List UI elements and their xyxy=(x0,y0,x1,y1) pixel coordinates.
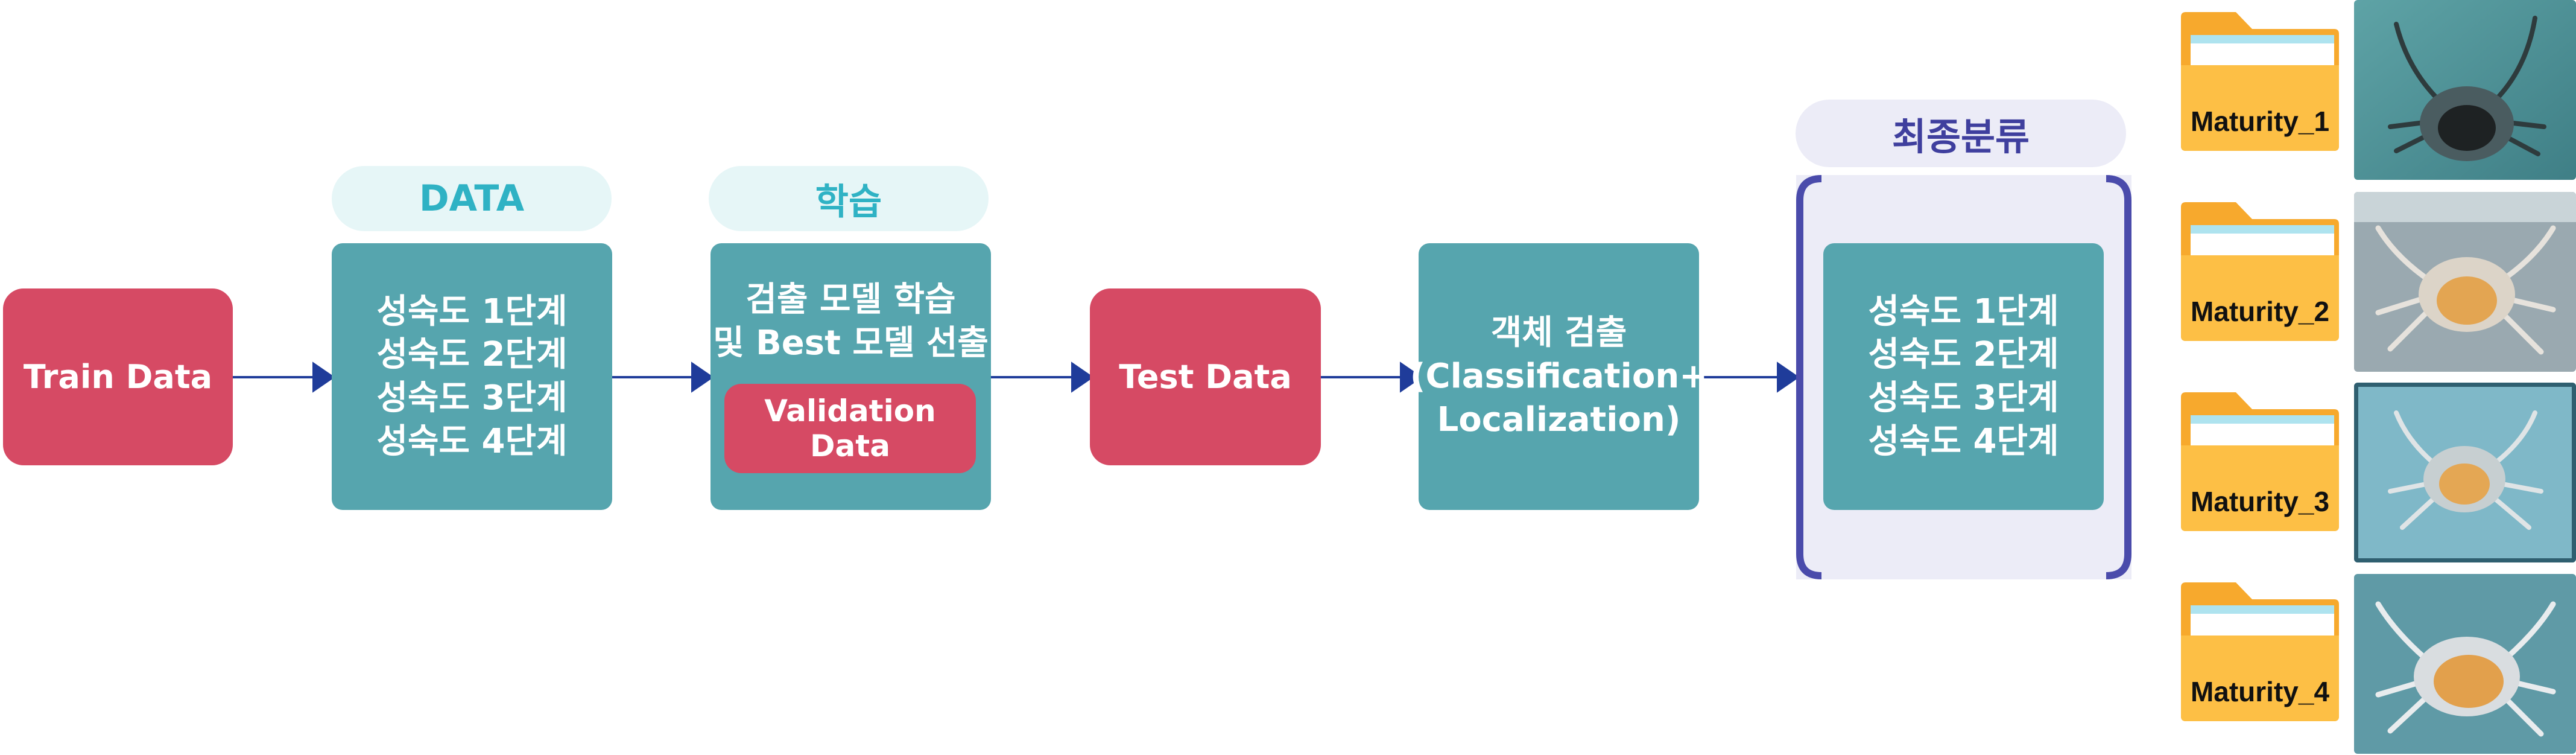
final-title: 최종분류 xyxy=(1891,115,2030,159)
learn-stage-box: 검출 모델 학습 및 Best 모델 선출 Validation Data xyxy=(710,243,991,510)
folder-label-3: Maturity_3 xyxy=(2190,486,2330,517)
folder-icon xyxy=(2181,12,2339,151)
train-data-box: Train Data xyxy=(3,288,233,465)
crab-photo-3 xyxy=(2354,383,2576,562)
folder-maturity-2: Maturity_2 xyxy=(2179,196,2341,344)
learn-line-1: 검출 모델 학습 xyxy=(745,280,956,320)
data-line-4: 성숙도 4단계 xyxy=(376,421,568,461)
folder-label-1: Maturity_1 xyxy=(2190,106,2330,137)
folder-maturity-4: Maturity_4 xyxy=(2179,576,2341,724)
folder-maturity-3: Maturity_3 xyxy=(2179,386,2341,534)
final-stage-box: 성숙도 1단계 성숙도 2단계 성숙도 3단계 성숙도 4단계 xyxy=(1823,243,2104,510)
data-title: DATA xyxy=(419,177,525,220)
final-line-4: 성숙도 4단계 xyxy=(1868,421,2059,461)
crab-photo-1 xyxy=(2354,0,2576,180)
train-data-label: Train Data xyxy=(23,358,213,396)
crab-photo-4 xyxy=(2354,574,2576,754)
detect-line-1: 객체 검출 xyxy=(1490,313,1627,353)
data-line-2: 성숙도 2단계 xyxy=(376,335,568,375)
learn-text: 검출 모델 학습 및 Best 모델 선출 xyxy=(710,276,991,367)
learn-title-pill: 학습 xyxy=(709,166,989,231)
crab-photo-2 xyxy=(2354,192,2576,372)
detect-line-2: (Classification+ xyxy=(1410,357,1708,397)
final-line-3: 성숙도 3단계 xyxy=(1868,378,2059,418)
data-line-1: 성숙도 1단계 xyxy=(376,291,568,331)
detect-line-3: Localization) xyxy=(1437,400,1681,439)
data-line-3: 성숙도 3단계 xyxy=(376,378,568,418)
final-title-pill: 최종분류 xyxy=(1796,100,2126,167)
learn-line-2: 및 Best 모델 선출 xyxy=(713,323,989,363)
validation-data-label: Validation Data xyxy=(764,393,936,464)
folder-icon xyxy=(2181,392,2339,531)
data-stage-box: 성숙도 1단계 성숙도 2단계 성숙도 3단계 성숙도 4단계 xyxy=(332,243,612,510)
learn-title: 학습 xyxy=(815,180,882,223)
final-line-2: 성숙도 2단계 xyxy=(1868,335,2059,375)
test-data-box: Test Data xyxy=(1090,288,1321,465)
folder-maturity-1: Maturity_1 xyxy=(2179,6,2341,154)
folder-icon xyxy=(2181,202,2339,341)
folder-label-4: Maturity_4 xyxy=(2190,676,2330,707)
final-group: 성숙도 1단계 성숙도 2단계 성숙도 3단계 성숙도 4단계 xyxy=(1796,175,2131,579)
test-data-label: Test Data xyxy=(1119,358,1292,396)
final-bracket xyxy=(1796,175,2131,579)
folder-label-2: Maturity_2 xyxy=(2190,296,2330,327)
detection-box: 객체 검출 (Classification+ Localization) xyxy=(1410,243,1707,510)
folder-icon xyxy=(2181,582,2339,721)
data-title-pill: DATA xyxy=(332,166,612,231)
final-line-1: 성숙도 1단계 xyxy=(1868,291,2059,331)
validation-data-box: Validation Data xyxy=(724,384,976,473)
